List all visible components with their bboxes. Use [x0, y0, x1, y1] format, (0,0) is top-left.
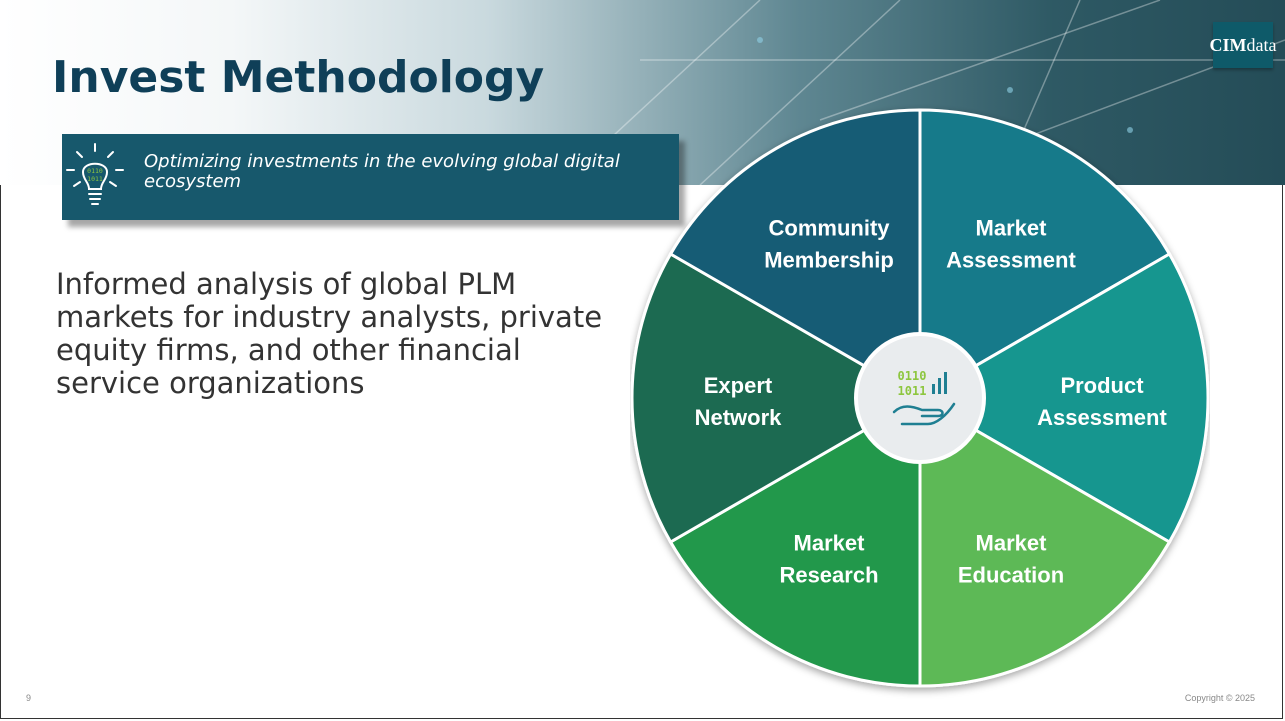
- logo-suffix: data: [1246, 34, 1277, 55]
- wheel-segment-market-education: [918, 395, 1172, 688]
- wheel-segment-community-membership: [668, 108, 922, 401]
- wheel-segment-market-assessment: [918, 108, 1172, 401]
- svg-text:0110: 0110: [87, 167, 103, 175]
- tagline-text: Optimizing investments in the evolving g…: [144, 151, 620, 192]
- data-hand-icon: 0110 1011: [892, 369, 956, 426]
- copyright-text: Copyright © 2025: [1184, 693, 1255, 703]
- logo-brand: CIM: [1209, 34, 1247, 55]
- svg-text:0110: 0110: [898, 369, 927, 383]
- wheel-segment-product-assessment: [917, 251, 1210, 545]
- lightbulb-icon: 0110 1011: [66, 143, 124, 205]
- wheel-center-circle: [854, 332, 986, 464]
- svg-text:1011: 1011: [898, 384, 927, 398]
- body-text: Informed analysis of global PLM markets …: [56, 267, 603, 400]
- wheel-segment-expert-network: [630, 251, 923, 545]
- wheel-segment-market-research: [668, 395, 922, 688]
- tagline-banner: 0110 1011 Optimizing investments in the …: [62, 134, 679, 220]
- svg-text:1011: 1011: [87, 175, 103, 183]
- page-number: 9: [26, 693, 32, 703]
- page-title: Invest Methodology: [52, 52, 545, 103]
